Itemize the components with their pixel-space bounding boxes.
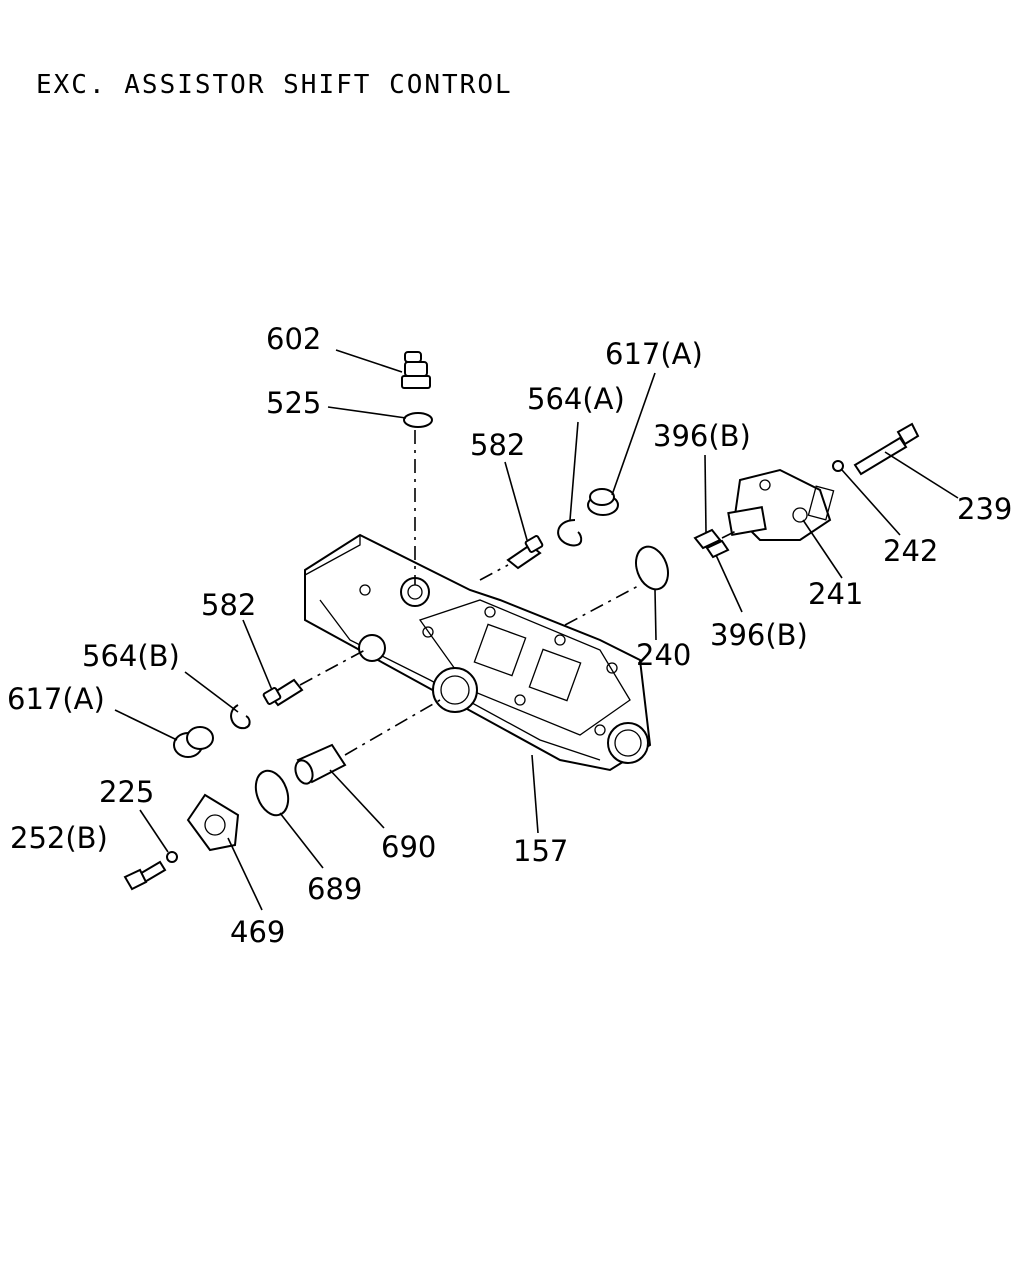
label-564a: 564(A) xyxy=(527,382,625,416)
label-241: 241 xyxy=(808,577,863,611)
label-242: 242 xyxy=(883,534,938,568)
axis-line-582-left xyxy=(299,649,366,686)
ring-525 xyxy=(403,412,433,428)
axis-line-690 xyxy=(344,699,441,756)
plug-617a-top xyxy=(587,488,619,516)
label-469: 469 xyxy=(230,915,285,949)
label-396b-top: 396(B) xyxy=(653,419,751,453)
label-525: 525 xyxy=(266,386,321,420)
cap-469 xyxy=(186,793,240,852)
oring-689 xyxy=(254,769,290,817)
label-252b: 252(B) xyxy=(10,821,108,855)
label-582-left: 582 xyxy=(201,588,256,622)
axis-line-240 xyxy=(564,584,641,626)
label-582-top: 582 xyxy=(470,428,525,462)
plug-617a-left xyxy=(173,726,214,758)
label-157: 157 xyxy=(513,834,568,868)
axis-line-582-top xyxy=(479,564,509,581)
washer-225 xyxy=(166,851,178,863)
bolt-252b xyxy=(123,860,167,891)
label-602: 602 xyxy=(266,322,321,356)
label-564b: 564(B) xyxy=(82,639,180,673)
axis-line-396b xyxy=(721,529,739,539)
label-240: 240 xyxy=(636,638,691,672)
washer-242 xyxy=(832,460,844,472)
label-396b-bottom: 396(B) xyxy=(710,618,808,652)
snap-ring-564a xyxy=(557,519,583,547)
pins-396b xyxy=(693,528,730,559)
housing-157 xyxy=(304,533,652,772)
label-239: 239 xyxy=(957,492,1012,526)
label-225: 225 xyxy=(99,775,154,809)
label-617a-top: 617(A) xyxy=(605,337,703,371)
sleeve-690 xyxy=(294,743,347,785)
diagram-title: EXC. ASSISTOR SHIFT CONTROL xyxy=(36,70,513,100)
label-689: 689 xyxy=(307,872,362,906)
actuator-241 xyxy=(727,468,835,541)
label-617a-left: 617(A) xyxy=(7,682,105,716)
leader-lines xyxy=(114,349,959,911)
plug-602 xyxy=(401,351,431,389)
bolt-239 xyxy=(853,422,920,476)
oring-240 xyxy=(635,545,669,591)
label-690: 690 xyxy=(381,830,436,864)
screw-582-top xyxy=(506,535,544,570)
screw-582-left xyxy=(262,678,304,707)
